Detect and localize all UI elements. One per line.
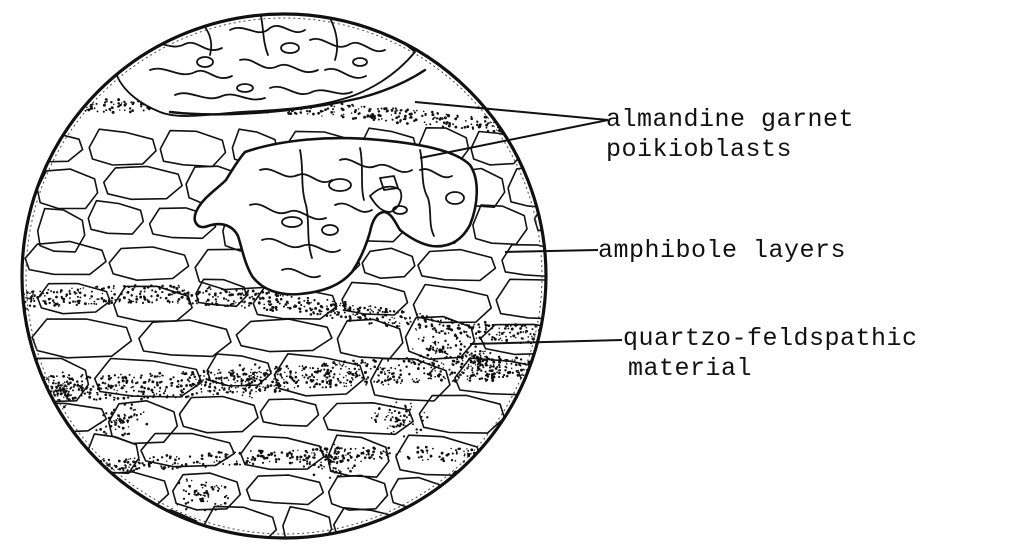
label-quartzo-line1: quartzo-feldspathic [623, 324, 918, 353]
amphibole-grain [509, 393, 591, 429]
leader-garnet-upper [415, 102, 608, 120]
amphibole-grain [556, 504, 632, 537]
amphibole-grain [473, 205, 527, 244]
amphibole-grain [491, 507, 549, 534]
amphibole-grain [109, 247, 188, 280]
amphibole-grain [139, 320, 231, 356]
amphibole-grain [485, 435, 573, 467]
amphibole-grain [70, 503, 130, 540]
amphibole-grain [16, 403, 107, 433]
amphibole-grain [324, 403, 414, 435]
garnet-poikioblast-upper [114, 9, 425, 116]
label-quartzo-line2: material [628, 354, 752, 383]
amphibole-grain [25, 241, 106, 274]
amphibole-grain [409, 507, 486, 544]
label-amphibole: amphibole layers [598, 236, 846, 265]
amphibole-grain [418, 250, 495, 281]
amphibole-grain [87, 434, 139, 473]
amphibole-grain [535, 202, 600, 235]
amphibole-grain [329, 475, 388, 510]
amphibole-grain [455, 358, 555, 395]
amphibole-grain [471, 132, 524, 165]
amphibole-grain [32, 319, 131, 358]
garnet-poikioblast-central [195, 138, 477, 294]
amphibole-grain [236, 319, 332, 352]
amphibole-grain [14, 508, 63, 539]
amphibole-grain [529, 127, 579, 159]
leader-amphibole [505, 250, 598, 252]
amphibole-grain [260, 399, 318, 426]
amphibole-grain [247, 475, 324, 504]
amphibole-grain [37, 169, 97, 208]
label-garnet-line1: almandine garnet [606, 105, 854, 134]
amphibole-grain [109, 401, 178, 444]
amphibole-grain [160, 131, 225, 167]
amphibole-grain [362, 248, 415, 278]
amphibole-grain [342, 282, 407, 315]
amphibole-grain [38, 209, 85, 252]
amphibole-grain [104, 166, 182, 199]
amphibole-grain [35, 471, 83, 499]
amphibole-grain [20, 430, 79, 468]
leader-quartzo [470, 340, 622, 344]
amphibole-grain [180, 397, 259, 433]
amphibole-grain [88, 201, 143, 234]
label-garnet-line2: poikioblasts [606, 135, 792, 164]
amphibole-grain [510, 472, 581, 503]
amphibole-grain [502, 245, 568, 277]
amphibole-grain [10, 131, 83, 162]
amphibole-grain [89, 129, 156, 165]
amphibole-grain [337, 319, 402, 358]
